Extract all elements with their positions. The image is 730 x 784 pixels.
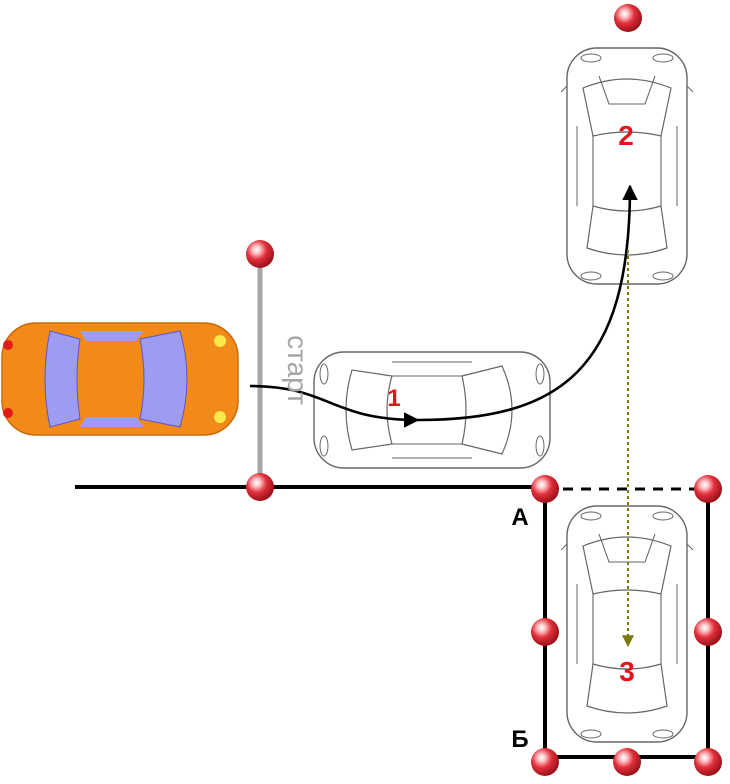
cone-marker-box-bottom-right <box>694 748 722 776</box>
cone-marker-box-top-right <box>694 475 722 503</box>
point-b-label: Б <box>511 726 528 753</box>
forward-path-arrow <box>249 384 420 428</box>
cone-marker-box-bottom-mid <box>613 748 641 776</box>
cone-marker-a <box>531 475 559 503</box>
start-label: старт <box>282 335 313 405</box>
position-1-label: 1 <box>387 385 400 412</box>
position-3-label: 3 <box>619 656 635 687</box>
position-2-label: 2 <box>618 120 634 151</box>
turn-path-arrow <box>417 184 638 422</box>
orange-car <box>1 322 239 436</box>
point-a-label: А <box>511 504 528 531</box>
cone-marker-start-top <box>246 240 274 268</box>
cone-marker-start-bottom <box>246 473 274 501</box>
cone-marker-box-right-mid <box>694 618 722 646</box>
cone-markers <box>246 4 722 776</box>
cone-marker-b <box>531 748 559 776</box>
cone-marker-top <box>614 4 642 32</box>
cone-marker-box-left-mid <box>531 618 559 646</box>
